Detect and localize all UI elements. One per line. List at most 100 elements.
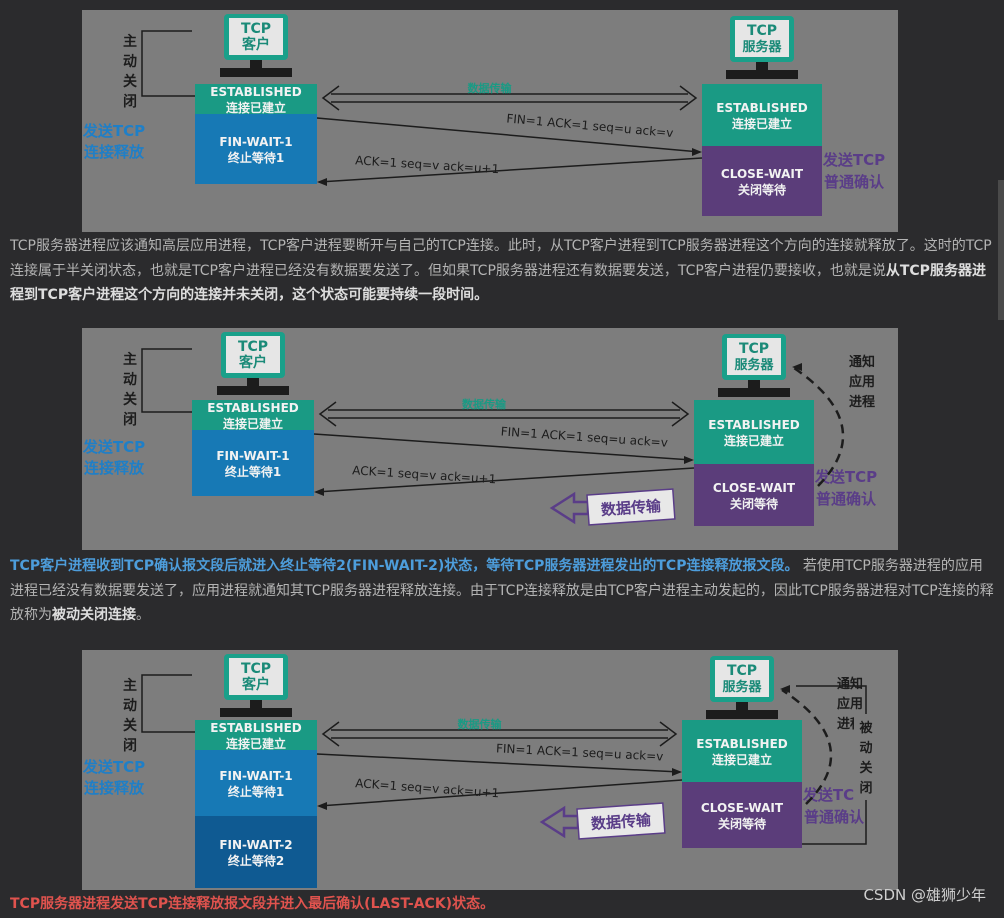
client-monitor-label-2: 客户 (241, 36, 270, 53)
paragraph-2-text: 若使用TCP服务器进程的应用进程已经没有数据要发送了，应用进程就通知其TCP服务… (10, 558, 994, 623)
server-confirm-label: 普通确认 (816, 490, 877, 508)
server-close-wait-box (682, 782, 802, 848)
ack-arrowhead (317, 178, 327, 186)
data-transfer-arrow-right (659, 721, 678, 747)
server-monitor-base (726, 70, 798, 79)
server-confirm-label: 发送TCP (822, 151, 885, 169)
data-flow-box (586, 488, 676, 526)
paragraph-2-bold: 被动关闭连接 (52, 607, 136, 623)
ack-message-label: ACK=1 seq=v ack=u+1 (352, 463, 497, 486)
server-close-wait-label-cn: 关闭等待 (730, 496, 778, 511)
server-close-wait-label-cn: 关闭等待 (738, 182, 786, 197)
ack-arrowhead (314, 488, 324, 496)
passive-close-char: 闭 (859, 780, 872, 796)
fin-arrowhead (672, 768, 682, 776)
server-established-label: ESTABLISHED (708, 418, 800, 432)
notify-app-label: 通知 (837, 676, 863, 692)
server-monitor-screen (727, 338, 781, 375)
diagram-svg: 主动关闭发送TCP连接释放TCP客户ESTABLISHED连接已建立FIN-WA… (82, 654, 878, 888)
client-fin-wait-2-box (195, 816, 317, 888)
client-established-box (192, 400, 314, 430)
server-monitor-label-1: TCP (727, 663, 757, 679)
send-release-label: 发送TCP (82, 122, 145, 140)
data-flow-arrow-icon (539, 805, 580, 839)
passive-close-bg (854, 714, 878, 800)
fin-arrow-line (316, 753, 681, 773)
client-fin-wait-1-box (192, 430, 314, 496)
ack-arrow-line (315, 467, 695, 493)
paragraph-2-highlight: TCP客户进程收到TCP确认报文段后就进入终止等待2(FIN-WAIT-2)状态… (10, 558, 799, 574)
server-established-label: ESTABLISHED (696, 737, 788, 751)
server-monitor-label-2: 服务器 (722, 679, 762, 695)
server-monitor-screen (715, 660, 769, 697)
client-monitor-label-2: 客户 (241, 676, 270, 693)
server-close-wait-box (694, 464, 814, 526)
client-established-label-cn: 连接已建立 (223, 416, 283, 431)
scrollbar[interactable] (998, 180, 1004, 320)
client-monitor-label-2: 客户 (238, 354, 267, 371)
notify-app-label: 通知 (849, 354, 875, 370)
send-release-label: 发送TCP (82, 758, 145, 776)
server-confirm-label: 普通确认 (804, 808, 865, 826)
client-monitor-neck (250, 700, 262, 708)
client-monitor-label-1: TCP (241, 661, 271, 677)
data-transfer-arrow-right (679, 85, 698, 111)
paragraph-3: TCP服务器进程发送TCP连接释放报文段并进入最后确认(LAST-ACK)状态。 (10, 892, 995, 917)
ack-message-label: ACK=1 seq=v ack=u+1 (355, 153, 500, 176)
client-monitor-base (217, 386, 289, 395)
server-monitor-label-1: TCP (747, 23, 777, 39)
active-close-bracket (141, 30, 195, 97)
server-monitor-screen (735, 20, 789, 57)
server-confirm-label: 普通确认 (824, 173, 885, 191)
client-fin-wait-1-label-cn: 终止等待1 (225, 464, 281, 479)
paragraph-2: TCP客户进程收到TCP确认报文段后就进入终止等待2(FIN-WAIT-2)状态… (10, 554, 995, 628)
client-monitor-label-1: TCP (241, 21, 271, 37)
data-flow-label: 数据传输 (590, 811, 652, 833)
server-monitor-neck (748, 380, 760, 388)
client-fin-wait-1-box (195, 114, 317, 184)
active-close-char: 动 (123, 371, 137, 388)
server-established-box (694, 400, 814, 464)
active-close-char: 闭 (123, 411, 137, 428)
server-monitor-label-2: 服务器 (742, 39, 782, 55)
client-fin-wait-2-label-cn: 终止等待2 (228, 853, 284, 868)
active-close-char: 关 (123, 717, 137, 734)
server-established-label-cn: 连接已建立 (724, 433, 784, 448)
data-flow-arrow-icon (549, 491, 590, 525)
data-flow-box (576, 802, 666, 840)
active-close-char: 闭 (123, 737, 137, 754)
server-established-label: ESTABLISHED (716, 101, 808, 115)
server-close-wait-label: CLOSE-WAIT (721, 167, 804, 181)
data-transfer-label: 数据传输 (468, 81, 513, 95)
fin-arrowhead (692, 148, 702, 156)
fin-arrowhead (684, 456, 694, 464)
paragraph-1-bold: 从TCP服务器进程到TCP客户进程这个方向的连接并未关闭，这个状态可能要持续一段… (10, 262, 986, 304)
server-monitor-neck (756, 62, 768, 70)
fin-message-label: FIN=1 ACK=1 seq=u ack=v (506, 111, 674, 140)
active-close-bracket (141, 674, 195, 733)
paragraph-3-highlight: TCP服务器进程发送TCP连接释放报文段并进入最后确认(LAST-ACK)状态。 (10, 896, 495, 912)
server-established-box (702, 84, 822, 146)
diagram-svg: 主动关闭发送TCP连接释放TCP客户ESTABLISHED连接已建立FIN-WA… (82, 14, 885, 216)
notify-app-label: 应用 (849, 374, 875, 390)
active-close-char: 动 (123, 697, 137, 714)
client-established-label: ESTABLISHED (207, 401, 299, 415)
notify-app-label: 应用 (837, 696, 863, 712)
notify-arrowhead (780, 685, 790, 693)
client-established-label: ESTABLISHED (210, 85, 302, 99)
server-close-wait-label: CLOSE-WAIT (701, 801, 784, 815)
server-close-wait-box (702, 146, 822, 216)
client-established-label-cn: 连接已建立 (226, 736, 286, 751)
paragraph-1-text: TCP服务器进程应该通知高层应用进程，TCP客户进程要断开与自己的TCP连接。此… (10, 238, 992, 279)
send-release-label: 连接释放 (84, 779, 145, 797)
active-close-char: 关 (123, 73, 137, 90)
client-fin-wait-1-label: FIN-WAIT-1 (219, 135, 292, 149)
server-close-wait-label-cn: 关闭等待 (718, 816, 766, 831)
server-established-box (682, 720, 802, 782)
client-monitor-label-1: TCP (238, 339, 268, 355)
active-close-char: 主 (123, 351, 137, 368)
notify-arrowhead (792, 363, 802, 371)
ack-arrow-line (318, 157, 703, 183)
